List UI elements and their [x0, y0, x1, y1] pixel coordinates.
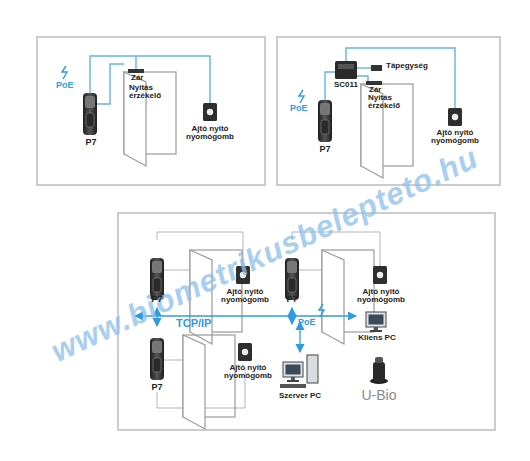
part-name: Ajtó nyitó nyomógomb [215, 288, 275, 305]
device-name: P7 [85, 138, 96, 147]
part-name: Ajtó nyitó nyomógomb [218, 364, 278, 381]
device-name: Kliens PC [358, 334, 395, 342]
signal-label: PoE [290, 104, 308, 113]
device-name: P7 [319, 145, 330, 154]
device-name: P7 [151, 295, 162, 304]
part-name: Ajtó nyitó nyomógomb [180, 125, 240, 142]
device-name: U-Bio [361, 388, 396, 403]
network-label: PoE [298, 318, 316, 327]
device-name: Szerver PC [279, 392, 321, 400]
device-name: SC011 [334, 81, 358, 89]
part-name: Zár [131, 74, 143, 82]
part-name: Tápegység [386, 62, 428, 70]
device-name: P7 [286, 295, 297, 304]
part-name: Ajtó nyitó nyomógomb [425, 129, 485, 146]
device-name: P7 [151, 383, 162, 392]
part-name: Nyitás érzékelő [368, 94, 408, 111]
network-label: TCP/IP [176, 318, 211, 330]
part-name: Nyitás érzékelő [129, 84, 169, 101]
part-name: Ajtó nyitó nyomógomb [351, 288, 411, 305]
signal-label: PoE [56, 81, 74, 90]
